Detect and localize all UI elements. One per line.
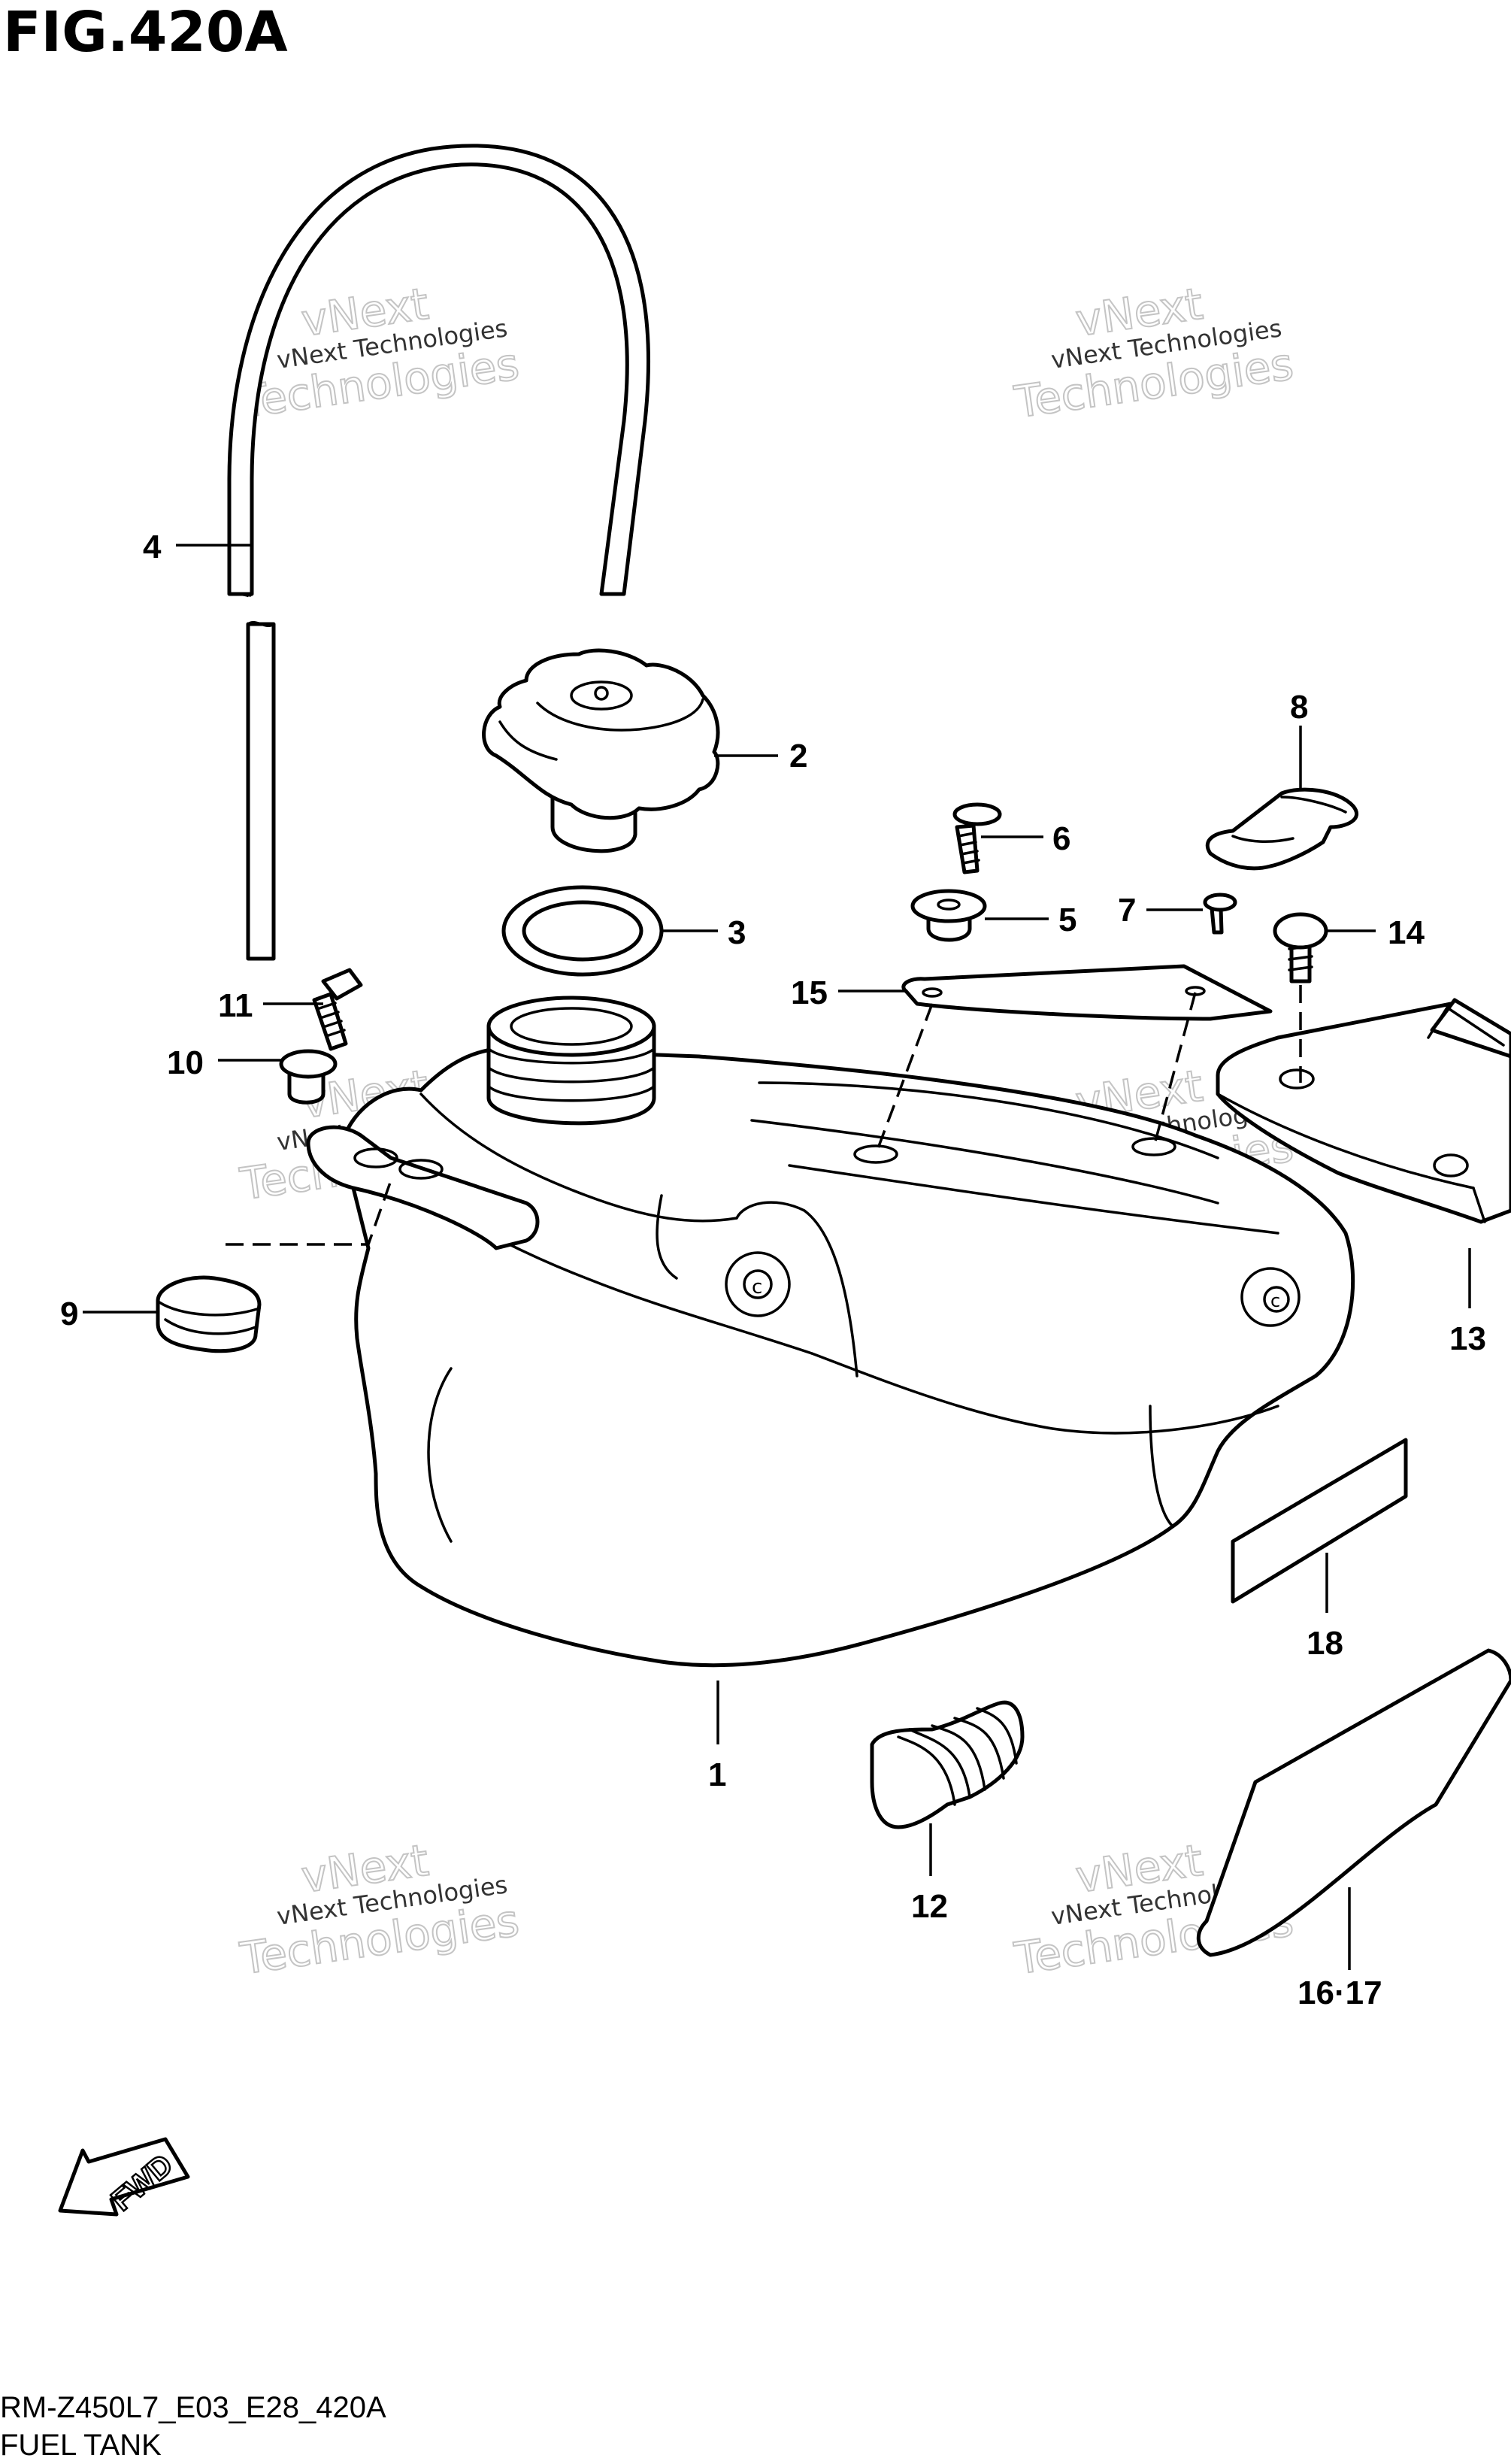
figure-title: FIG.420A	[3, 0, 288, 65]
section-name: FUEL TANK	[0, 2429, 162, 2462]
watermark: vNext vNext Technologies Technologies	[1010, 277, 1297, 429]
svg-text:c: c	[752, 1276, 762, 1299]
callout-14: 14	[1388, 914, 1425, 951]
callout-10: 10	[167, 1044, 204, 1081]
callout-12: 12	[911, 1888, 948, 1925]
callout-7: 7	[1118, 892, 1136, 929]
grommet-part	[910, 889, 987, 942]
cushion-part	[156, 1275, 262, 1353]
callout-8: 8	[1290, 689, 1308, 726]
plate-part	[901, 964, 1273, 1021]
callout-11: 11	[218, 987, 253, 1024]
screw-7-part	[1203, 893, 1237, 935]
callout-1: 1	[708, 1756, 726, 1793]
callout-4: 4	[143, 529, 162, 565]
assembly-lines	[226, 985, 1302, 1246]
rubber-cushion-part	[870, 1700, 1025, 1829]
label-sticker-part	[1231, 1438, 1408, 1604]
callout-5: 5	[1058, 902, 1076, 938]
callout-13: 13	[1449, 1320, 1486, 1357]
callout-6: 6	[1052, 820, 1070, 857]
callout-18: 18	[1307, 1625, 1343, 1662]
bolt-11-part	[312, 968, 363, 1051]
model-code: RM-Z450L7_E03_E28_420A	[0, 2391, 386, 2424]
svg-text:c: c	[1270, 1290, 1280, 1311]
collar-part	[279, 1049, 338, 1105]
callout-2: 2	[789, 738, 807, 774]
leader-lines	[83, 544, 1471, 1970]
callout-labels: 1 2 3 4 5 6 7 8 9 10 11 12 13 14 15 16·1…	[60, 529, 1486, 2011]
fuel-cap-part	[482, 648, 720, 853]
callout-15: 15	[791, 974, 828, 1011]
callout-9: 9	[60, 1296, 78, 1332]
callout-16-17: 16·17	[1298, 1975, 1382, 2011]
callout-3: 3	[728, 914, 746, 951]
screw-6-part	[952, 802, 1002, 874]
film-part	[1196, 1648, 1511, 1957]
breather-hose-part	[227, 144, 650, 961]
bracket-part	[1216, 998, 1511, 1224]
fwd-arrow-icon: FWD	[58, 2137, 190, 2218]
strap-buckle-part	[1205, 787, 1359, 871]
watermark: vNext vNext Technologies Technologies	[236, 1834, 522, 1985]
fuel-tank-part: c c	[306, 996, 1355, 1668]
bolt-14-part	[1273, 912, 1328, 983]
gasket-ring-part	[501, 885, 664, 977]
